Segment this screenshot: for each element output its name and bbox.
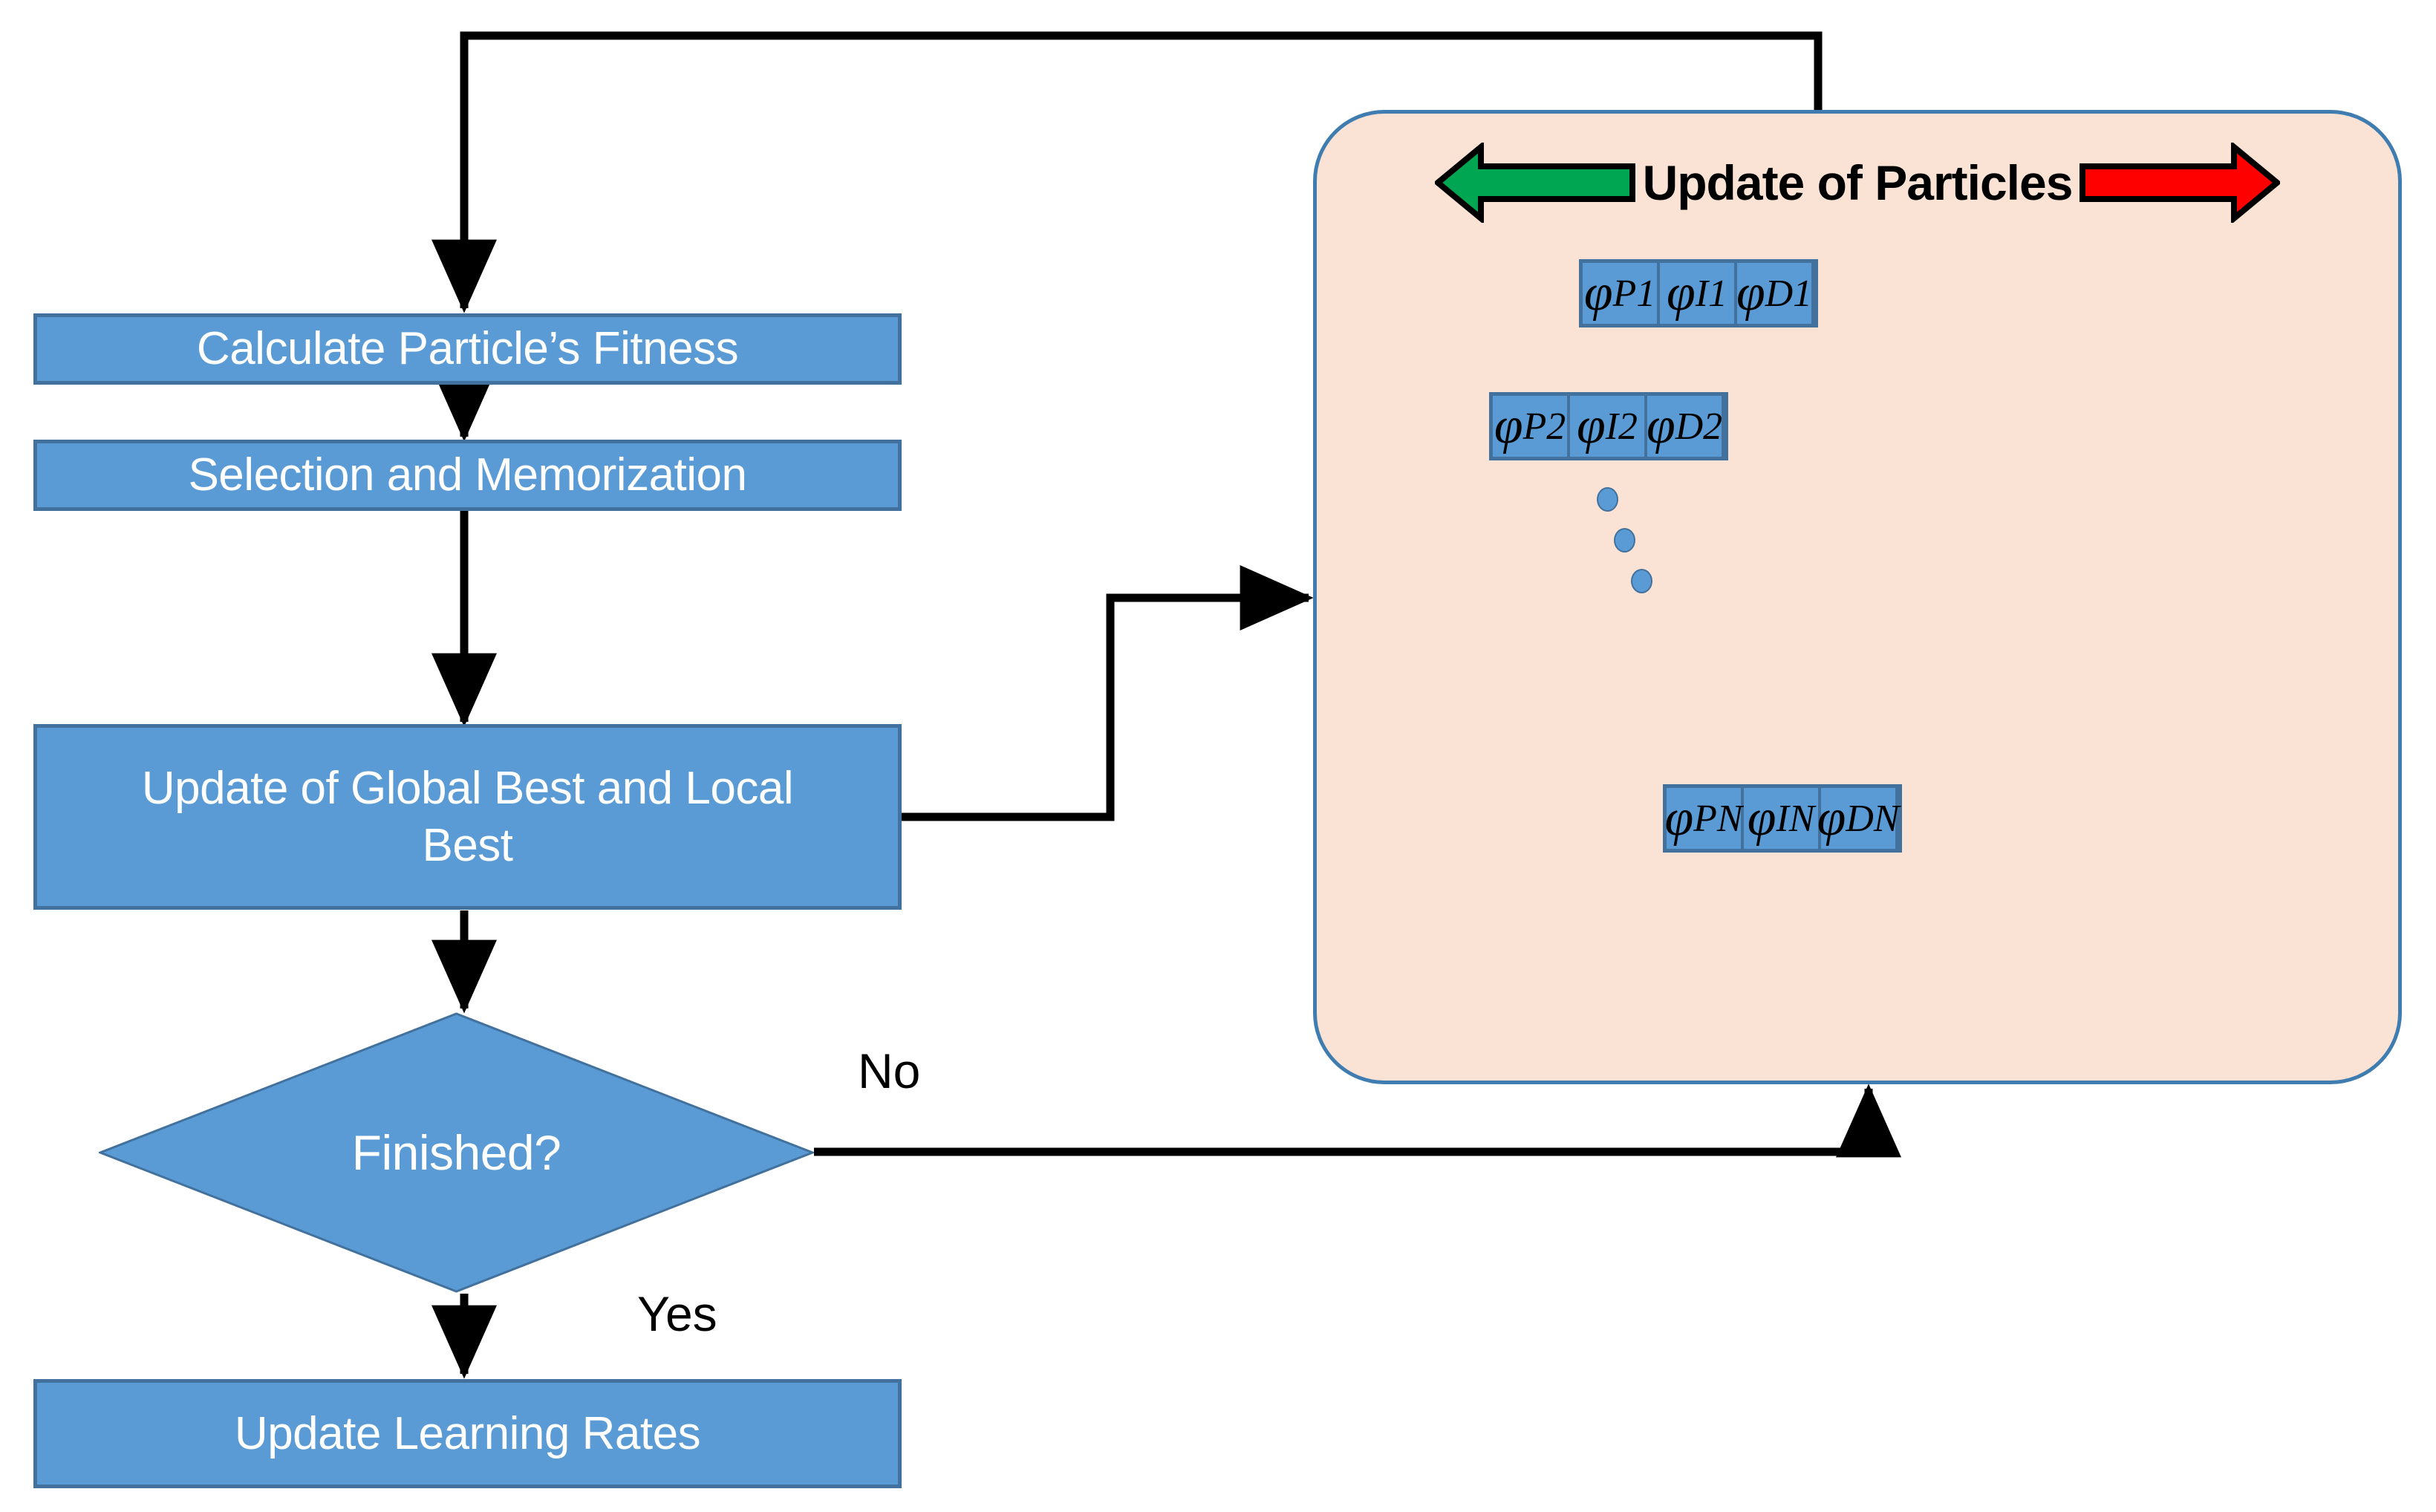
particle-symbol: φ	[1494, 397, 1523, 454]
particle-symbol: φ	[1747, 789, 1776, 847]
process-box-selection-memorization[interactable]: Selection and Memorization	[33, 440, 902, 511]
particle-subscript: P2	[1522, 405, 1566, 448]
ellipsis-dot-3	[1631, 569, 1652, 593]
branch-label-no: No	[858, 1043, 921, 1098]
panel-header: Update of Particles	[1317, 142, 2398, 224]
left-arrow-icon	[1434, 143, 1635, 223]
decision-shape	[99, 1012, 814, 1293]
particle-subscript: D1	[1765, 272, 1813, 315]
decision-label-finished: Finished?	[351, 1125, 561, 1180]
process-label-update-learning-rates: Update Learning Rates	[234, 1407, 701, 1459]
particle-symbol: φ	[1736, 264, 1765, 322]
process-label-calculate-fitness: Calculate Particle’s Fitness	[196, 323, 739, 375]
right-arrow-icon	[2080, 143, 2281, 223]
process-label-update-best: Update of Global Best and Local Best	[141, 762, 794, 872]
particle-symbol: φ	[1646, 397, 1675, 454]
process-label-selection-memorization: Selection and Memorization	[188, 449, 747, 501]
particle-subscript: D2	[1675, 405, 1723, 448]
particle-symbol: φ	[1577, 397, 1606, 454]
connector-no-to-panel	[814, 1084, 1901, 1158]
panel-title: Update of Particles	[1642, 155, 2074, 210]
decision-diamond-finished[interactable]: Finished?	[99, 1012, 814, 1293]
particle-symbol: φ	[1664, 789, 1694, 847]
process-box-update-best[interactable]: Update of Global Best and Local Best	[33, 724, 902, 910]
particle-symbol: φ	[1667, 264, 1696, 322]
particle-symbol: φ	[1817, 789, 1846, 847]
particle-subscript: DN	[1846, 797, 1900, 840]
particle-symbol: φ	[1583, 264, 1613, 322]
connector-update-to-panel	[902, 565, 1314, 821]
ellipsis-dot-2	[1614, 528, 1635, 553]
particle-subscript: P1	[1612, 272, 1656, 315]
process-box-calculate-fitness[interactable]: Calculate Particle’s Fitness	[33, 313, 902, 385]
particle-subscript: I1	[1695, 272, 1727, 315]
ellipsis-dot-1	[1597, 487, 1618, 512]
process-box-update-learning-rates[interactable]: Update Learning Rates	[33, 1379, 902, 1488]
branch-label-yes: Yes	[637, 1286, 717, 1341]
particle-subscript: IN	[1776, 797, 1815, 840]
particle-subscript: PN	[1693, 797, 1743, 840]
particle-subscript: I2	[1605, 405, 1638, 448]
